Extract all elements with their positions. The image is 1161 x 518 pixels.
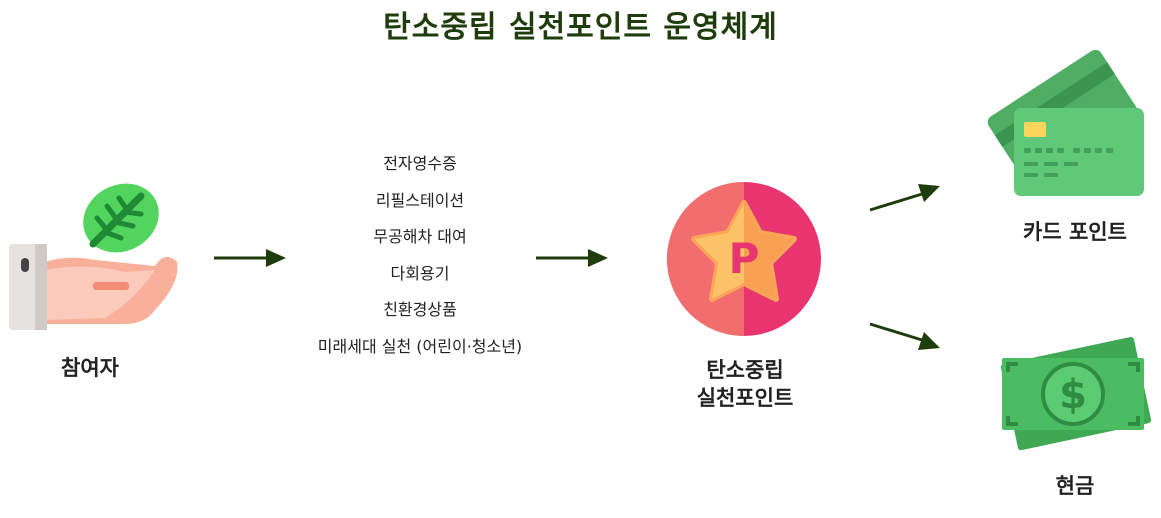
dollar-sign: $ <box>1059 372 1087 418</box>
arrow-up-right-icon <box>869 184 940 212</box>
page-title: 탄소중립 실천포인트 운영체계 <box>383 10 778 45</box>
point-label-line1: 탄소중립 <box>706 358 784 382</box>
reward-card-label: 카드 포인트 <box>1023 220 1127 244</box>
cash-dollar-icon: $ <box>1000 336 1152 451</box>
reward-cash-label: 현금 <box>1055 474 1095 498</box>
badge-letter: P <box>729 234 760 283</box>
activity-list: 전자영수증 리필스테이션 무공해차 대여 다회용기 친환경상품 미래세대 실천 … <box>288 150 552 369</box>
activity-item: 친환경상품 <box>383 300 457 319</box>
arrow-right-icon <box>214 249 286 267</box>
activity-item: 다회용기 <box>390 263 450 283</box>
arrow-down-right-icon <box>869 322 940 350</box>
credit-card-icon <box>987 49 1144 196</box>
arrow-right-icon <box>536 249 608 267</box>
point-label-line2: 실천포인트 <box>696 386 794 410</box>
star-point-badge-icon: P <box>667 182 821 336</box>
point-label: 탄소중립 실천포인트 <box>660 356 830 412</box>
activity-item: 전자영수증 <box>383 154 457 173</box>
activity-item: 무공해차 대여 <box>373 227 467 246</box>
participant-label: 참여자 <box>61 356 119 380</box>
activity-item: 미래세대 실천 (어린이·청소년) <box>317 336 523 356</box>
hand-with-leaf-icon <box>9 183 178 330</box>
activity-item: 리필스테이션 <box>375 190 465 210</box>
